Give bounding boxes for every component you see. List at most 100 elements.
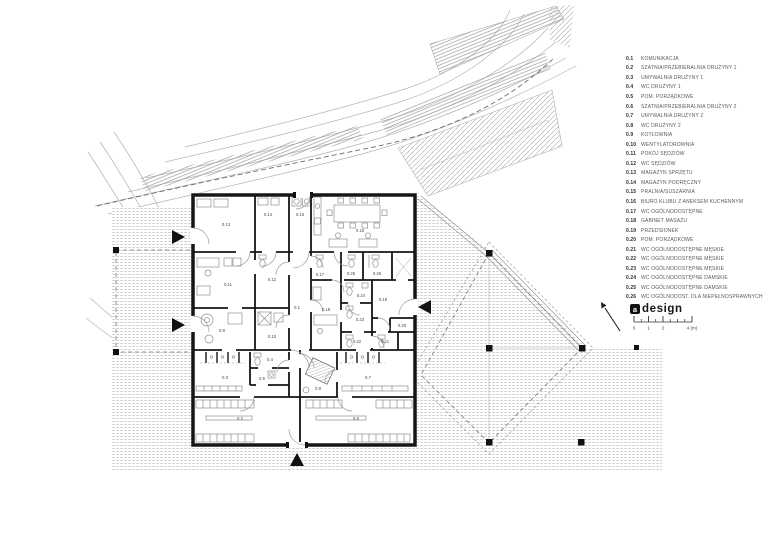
legend-item: 0.20 POM. PORZĄDKOWE xyxy=(626,235,768,245)
room-label-0-18: 0.18 xyxy=(322,307,331,312)
legend-item-number: 0.25 xyxy=(626,284,637,291)
legend-item-label: SZATNIA/PRZEBIERALNIA DRUŻYNY 1 xyxy=(641,65,737,72)
studio-logo: a design xyxy=(630,303,683,315)
north-arrow xyxy=(601,302,621,332)
legend-item: 0.17 WC OGÓLNODOSTĘPNE xyxy=(626,207,768,217)
legend-item-number: 0.1 xyxy=(626,55,634,62)
legend-item-number: 0.20 xyxy=(626,237,637,244)
deck-columns xyxy=(486,250,639,446)
legend-item-number: 0.21 xyxy=(626,246,637,253)
legend-item-number: 0.3 xyxy=(626,74,634,81)
entrance-arrow-right xyxy=(418,300,431,314)
parking-area xyxy=(397,89,563,197)
legend-item-label: POM. PORZĄDKOWE xyxy=(641,237,694,244)
legend-item-label: BIURO KLUBU Z ANEKSEM KUCHENNYM xyxy=(641,198,744,205)
slope-hatch-band xyxy=(140,126,363,191)
legend-item-number: 0.19 xyxy=(626,227,637,234)
slope-hatch-band xyxy=(380,53,551,135)
exterior-door-openings xyxy=(190,192,418,448)
legend-item-number: 0.5 xyxy=(626,93,634,100)
legend-item-label: MAGAZYN PODRĘCZNY xyxy=(641,179,702,186)
entrance-arrow-bottom xyxy=(290,453,304,466)
legend-item-label: WENTYLATOROWNIA xyxy=(641,141,695,148)
legend-item-number: 0.17 xyxy=(626,208,637,215)
legend-item: 0.7 UMYWALNIA DRUŻYNY 2 xyxy=(626,111,768,121)
legend-item: 0.3 UMYWALNIA DRUŻYNY 1 xyxy=(626,73,768,83)
legend-item: 0.26 WC OGÓLNODOST. DLA NIEPEŁNOSPRAWNYCH xyxy=(626,293,768,303)
room-labels: 0.1 0.2 0.3 0.4 0.5 0.6 0.7 0.8 0.9 0.10… xyxy=(219,212,407,421)
legend-item-label: PRALNIA/SUSZARNIA xyxy=(641,189,695,196)
room-label-0-11: 0.11 xyxy=(224,282,233,287)
legend-item-number: 0.9 xyxy=(626,132,634,139)
building-footprint xyxy=(191,193,417,447)
room-label-0-8: 0.8 xyxy=(315,386,322,391)
room-label-0-3: 0.3 xyxy=(222,375,229,380)
column xyxy=(113,349,119,355)
legend-item-label: WC OGÓLNODOSTĘPNE xyxy=(641,208,703,215)
furniture xyxy=(195,196,413,443)
room-label-0-4: 0.4 xyxy=(267,357,274,362)
legend-item-label: GABINET MASAŻU xyxy=(641,218,688,225)
room-label-0-24: 0.24 xyxy=(357,293,366,298)
legend-item-number: 0.22 xyxy=(626,256,637,263)
room-label-0-19: 0.19 xyxy=(379,297,388,302)
legend-item-label: UMYWALNIA DRUŻYNY 1 xyxy=(641,74,704,81)
legend-item-label: UMYWALNIA DRUŻYNY 2 xyxy=(641,113,704,120)
legend-item-label: WC SĘDZIÓW xyxy=(641,160,676,167)
scale-label-0: 0 xyxy=(633,326,636,331)
door-jambs xyxy=(286,192,313,448)
legend-item-number: 0.8 xyxy=(626,122,634,129)
legend-item-number: 0.7 xyxy=(626,113,634,120)
legend-item-label: PRZEDSIONEK xyxy=(641,227,679,234)
legend-item: 0.10 WENTYLATOROWNIA xyxy=(626,140,768,150)
column xyxy=(486,250,493,257)
interior-walls xyxy=(193,195,415,445)
legend-item-number: 0.10 xyxy=(626,141,637,148)
legend-item-number: 0.24 xyxy=(626,275,637,282)
legend-item-label: WC DRUŻYNY 1 xyxy=(641,84,681,91)
legend-item-label: KOTŁOWNIA xyxy=(641,132,673,139)
room-label-0-13: 0.13 xyxy=(222,222,231,227)
legend-item-label: WC OGÓLNODOSTĘPNE DAMSKIE xyxy=(641,284,728,291)
column xyxy=(578,439,585,446)
legend-item-number: 0.2 xyxy=(626,65,634,72)
room-label-0-15: 0.15 xyxy=(296,212,305,217)
legend-item-number: 0.6 xyxy=(626,103,634,110)
legend-item: 0.19 PRZEDSIONEK xyxy=(626,226,768,236)
room-label-0-21: 0.21 xyxy=(381,339,390,344)
entrance-arrow-left-top xyxy=(172,230,185,244)
legend-item-number: 0.16 xyxy=(626,198,637,205)
legend-item-number: 0.11 xyxy=(626,151,636,158)
column xyxy=(579,345,586,352)
legend-item-number: 0.26 xyxy=(626,294,637,301)
room-label-0-14: 0.14 xyxy=(264,212,273,217)
legend-item-label: WC OGÓLNODOST. DLA NIEPEŁNOSPRAWNYCH xyxy=(641,294,763,301)
column xyxy=(486,345,493,352)
deck-structure xyxy=(409,195,639,455)
door-swings xyxy=(192,194,416,446)
room-label-0-10: 0.10 xyxy=(268,334,277,339)
deck-dashed-outline xyxy=(420,252,583,444)
legend-item: 0.9 KOTŁOWNIA xyxy=(626,130,768,140)
room-label-0-2: 0.2 xyxy=(237,416,244,421)
legend-item-label: WC DRUŻYNY 2 xyxy=(641,122,681,129)
legend-item-number: 0.23 xyxy=(626,265,637,272)
room-label-0-7: 0.7 xyxy=(365,375,372,380)
building: 0.1 0.2 0.3 0.4 0.5 0.6 0.7 0.8 0.9 0.10… xyxy=(190,192,418,448)
room-label-0-20: 0.20 xyxy=(398,323,407,328)
scale-label-4m: 4 (m) xyxy=(687,326,698,331)
